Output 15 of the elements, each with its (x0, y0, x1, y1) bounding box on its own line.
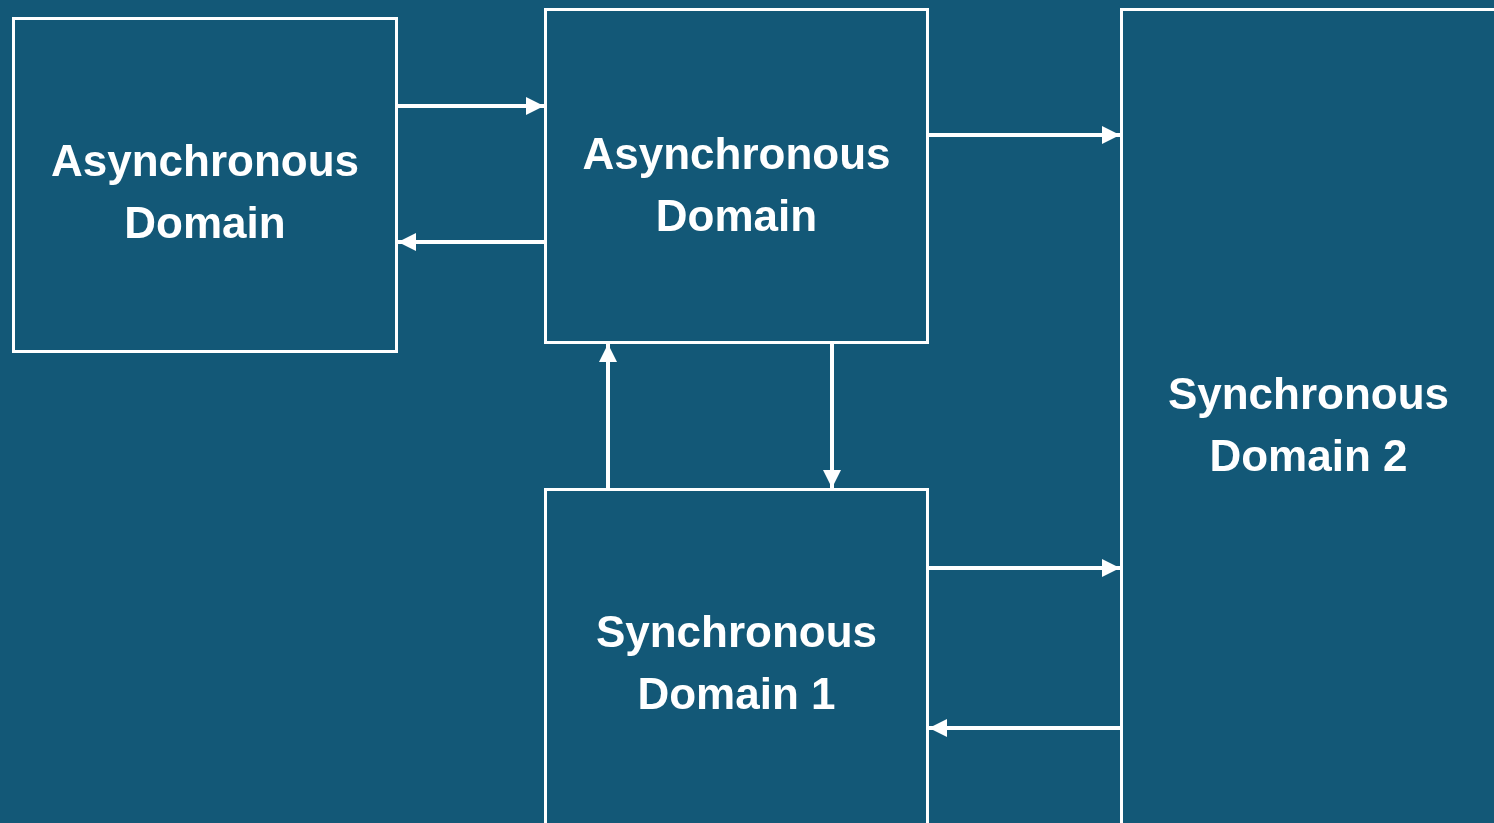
domain-box (12, 17, 398, 353)
domain-label: Asynchronous Domain (49, 135, 360, 249)
arrow (929, 559, 1120, 577)
domain-box (544, 488, 929, 823)
domain-label: Synchronous Domain 1 (594, 606, 879, 720)
arrow (398, 97, 544, 115)
domain-label: Synchronous Domain 2 (1166, 368, 1451, 482)
arrow (929, 126, 1120, 144)
arrow (398, 233, 544, 251)
domain-box (544, 8, 929, 344)
arrow (599, 344, 617, 488)
domain-box (1120, 8, 1494, 823)
arrow (929, 719, 1120, 737)
arrow (823, 344, 841, 488)
domain-label: Asynchronous Domain (581, 128, 892, 242)
